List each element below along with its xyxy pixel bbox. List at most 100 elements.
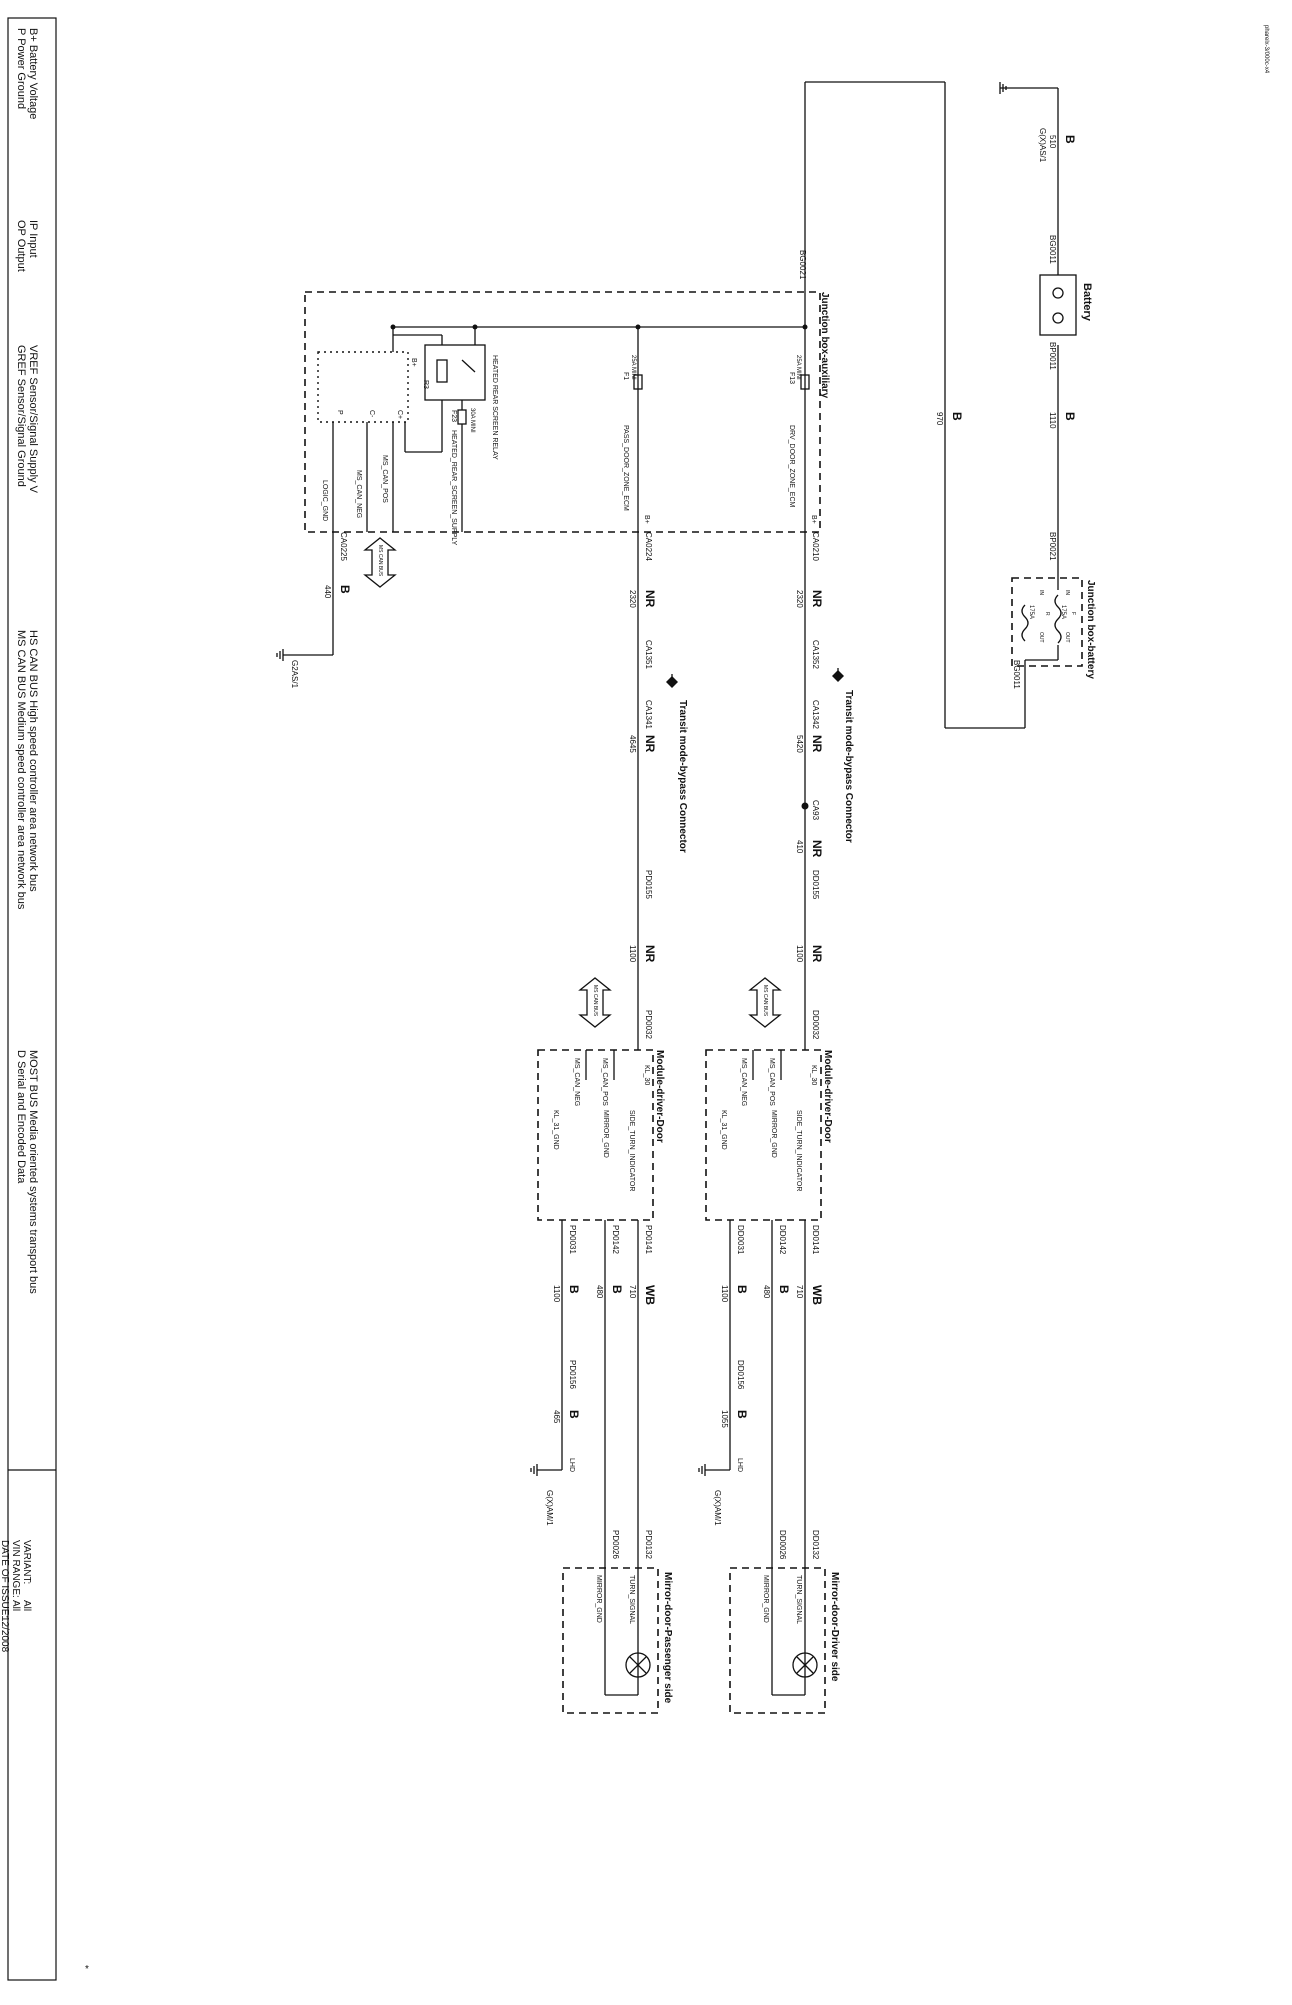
connector-ca1352: CA1352 [811,640,820,669]
page-frame [7,17,57,1981]
info-date-label: DATE OF ISSUE: [0,1540,10,1618]
wire-b-label-2: B [1063,412,1077,421]
fuse-f1: F1 [622,372,629,380]
wire-b-label-7: B [735,1410,749,1419]
connector-ca1351: CA1351 [644,640,653,669]
ms-can-bus-label-3: MS CAN BUS [592,985,598,1017]
module-driver-door-2 [537,1049,654,1221]
ms-can-bus-arrow [578,977,612,1028]
wire-b-label-8: B [610,1285,624,1294]
connector-ca0210: CA0210 [811,532,820,561]
connector-dd0031: DD0031 [736,1225,745,1255]
document-code: pharelx-3/000c-x4 [1263,25,1269,74]
info-variant: All [21,1600,32,1611]
info-date: 12/2008 [0,1616,10,1653]
module-driver-door-label-1: Module-driver-Door [822,1050,833,1143]
wire-440-label: 440 [323,585,332,599]
junction-box-auxiliary [304,291,821,533]
junction-box-battery [1011,577,1083,667]
ms-can-bus-arrow [748,977,782,1028]
pin-side-turn-1: SIDE_TURN_INDICATOR [795,1110,802,1191]
pin-mirror-gnd-2: MIRROR_GND [602,1110,609,1158]
connector-bp0011: BP0011 [1048,342,1057,370]
connector-ca1341: CA1341 [644,700,653,729]
wire-b-label: B [1063,135,1077,144]
connector-pd0032: PD0032 [644,1010,653,1039]
wire-1100-d: 1100 [552,1285,561,1303]
wire-nr-5: NR [810,840,824,858]
connector-dd0026: DD0026 [778,1530,787,1560]
mdd2-ms-neg: MS_CAN_NEG [573,1058,580,1106]
connector-pd0141: PD0141 [644,1225,653,1254]
fuse-r-label: R [1044,612,1050,616]
ground-icon [276,649,284,661]
fuse-f13-rating: 25A MINI [795,355,801,380]
connector-pd0031: PD0031 [568,1225,577,1254]
wire-b-label-6: B [735,1285,749,1294]
wire-710-b: 710 [628,1285,637,1299]
mirror-turn-signal-2: TURN_SIGNAL [628,1575,635,1624]
connector-bp0021: BP0021 [1048,532,1057,561]
mirror-door-passenger-side [562,1567,659,1714]
wire-nr-2: NR [643,590,657,608]
legend-input: IP Input [27,220,39,258]
lamp-icon [625,1652,651,1678]
fuse-out-2: OUT [1038,632,1044,643]
fuse-f23: F23 [450,410,457,422]
fuse-f13: F13 [788,372,795,384]
battery-label: Battery [1081,283,1093,322]
lamp-icon [792,1652,818,1678]
ms-can-bus-arrow [363,537,397,588]
wire-b-label-9: B [567,1285,581,1294]
signal-drv-zone: DRV_DOOR_ZONE_ECM [788,425,795,508]
wire-5420: 5420 [795,735,804,753]
transit-mode-bypass-1: Transit mode-bypass Connector [843,690,854,843]
fuse-f23-rating: 30A MINI [469,408,475,433]
connector-dd0132: DD0132 [811,1530,820,1560]
fuse-175a-2: 175A [1028,605,1034,619]
connector-dd0032: DD0032 [811,1010,820,1040]
wire-2320-b: 2320 [628,590,637,608]
pin-bplus-a: B+ [810,515,817,524]
mirror-passenger-label: Mirror-door-Passenger side [662,1572,673,1704]
connector-dd0156: DD0156 [736,1360,745,1390]
wire-1100-b: 1100 [628,945,637,963]
pin-kl30-a: KL_30 [810,1065,817,1085]
info-vin: All [10,1600,21,1611]
legend-vref: VREF Sensor/Signal Supply V [27,345,39,494]
connector-pd0026: PD0026 [611,1530,620,1559]
legend-battery-voltage: B+ Battery Voltage [27,28,39,119]
gateway-submodule [317,351,409,423]
mirror-driver-label: Mirror-door-Driver side [829,1572,840,1682]
pin-bplus-b: B+ [643,515,650,524]
battery-circuit [804,81,1059,729]
wire-b-label-3: B [950,412,964,421]
wire-b-label-10: B [567,1410,581,1419]
mirror-turn-signal-1: TURN_SIGNAL [795,1575,802,1624]
legend-gref: GREF Sensor/Signal Ground [15,345,27,487]
fuse-in-1: IN [1064,590,1070,595]
fuse-icon [1021,594,1062,644]
signal-logic-gnd: LOGIC_GND [321,480,328,521]
ground-gdam-2: G(X)AM/1 [545,1490,554,1526]
wire-1100-a: 1100 [795,945,804,963]
mirror-gnd-1: MIRROR_GND [762,1575,769,1623]
signal-pass-zone: PASS_DOOR_ZONE_ECM [622,425,629,511]
wire-710-a: 710 [795,1285,804,1299]
mirror-door-driver-side [729,1567,826,1714]
sub-p: P [336,410,343,415]
wire-b-label-5: B [777,1285,791,1294]
relay-label: HEATED REAR SCREEN RELAY [491,355,498,460]
connector-bg0011b: BG0011 [1012,660,1021,689]
info-variant-label: VARIANT: [21,1540,32,1584]
wire-1100-c: 1100 [720,1285,729,1303]
ground-gdam-1: G(X)AM/1 [713,1490,722,1526]
battery-symbol [1039,274,1077,336]
module-driver-door-label-2: Module-driver-Door [654,1050,665,1143]
connector-dd0142: DD0142 [778,1225,787,1255]
ground-icon [530,1464,538,1476]
connector-pd0132: PD0132 [644,1530,653,1559]
connector-dd0141: DD0141 [811,1225,820,1255]
legend-power-ground: P Power Ground [15,28,27,109]
